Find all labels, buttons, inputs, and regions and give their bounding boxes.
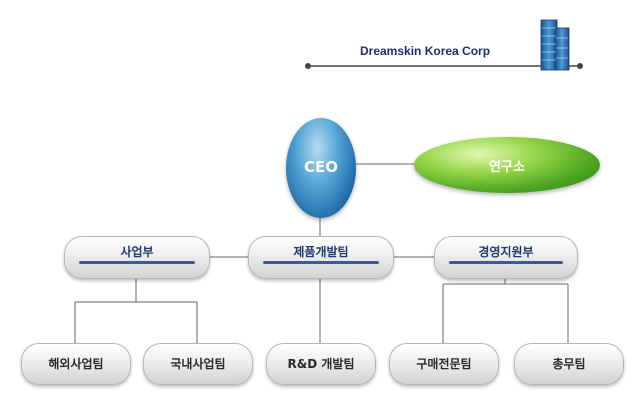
team-label: 총무팀 xyxy=(552,357,586,371)
dept-underline xyxy=(449,261,563,264)
dept-label: 사업부 xyxy=(120,245,154,259)
team-overseas: 해외사업팀 xyxy=(21,343,131,385)
team-purchasing: 구매전문팀 xyxy=(389,343,499,385)
dept-label: 제품개발팀 xyxy=(293,245,349,259)
team-domestic: 국내사업팀 xyxy=(143,343,253,385)
team-rnd: R&D 개발팀 xyxy=(266,343,376,385)
team-label: R&D 개발팀 xyxy=(287,357,355,371)
ceo-node: CEO xyxy=(286,118,356,218)
team-label: 해외사업팀 xyxy=(48,357,104,371)
dept-product-dev: 제품개발팀 xyxy=(248,236,394,279)
team-label: 구매전문팀 xyxy=(416,357,472,371)
dept-underline xyxy=(79,261,195,264)
company-name: Dreamskin Korea Corp xyxy=(360,44,491,58)
dept-underline xyxy=(263,261,379,264)
building-icon xyxy=(540,19,570,71)
dept-label: 경영지원부 xyxy=(478,245,534,259)
dept-management: 경영지원부 xyxy=(434,236,578,279)
ceo-label: CEO xyxy=(303,158,338,176)
team-label: 국내사업팀 xyxy=(170,357,226,371)
dept-sales: 사업부 xyxy=(64,236,210,279)
team-general-affairs: 총무팀 xyxy=(514,343,624,385)
lab-node: 연구소 xyxy=(414,137,600,193)
lab-label: 연구소 xyxy=(489,160,525,175)
